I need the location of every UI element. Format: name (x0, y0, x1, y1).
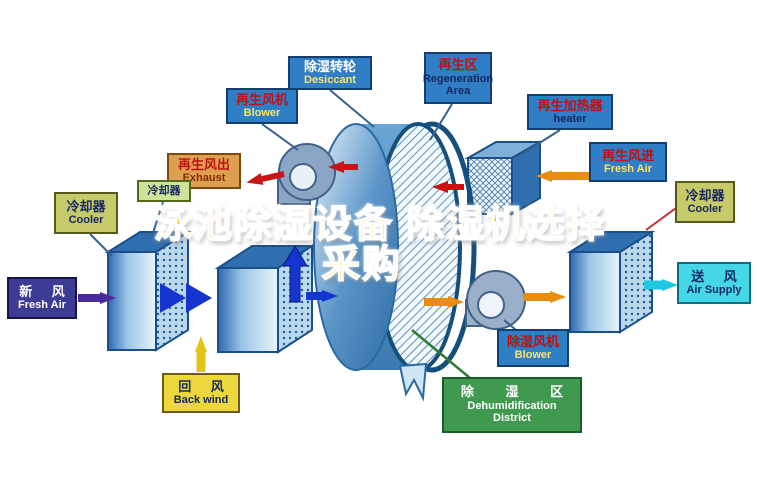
regeneration-area-zh-text: 再生区 (438, 57, 478, 73)
dehumid-district-en2-text: District (493, 412, 531, 425)
page-title-line1: 泳池除湿设备 除湿机选择 (153, 204, 607, 246)
label-regeneration-area: 再生区 Regeneration Area (422, 52, 494, 104)
cooler-left-zh-text: 冷却器 (66, 198, 106, 214)
regen-heater-zh-text: 再生加热器 (537, 97, 603, 113)
fresh-air-en-text: Fresh Air (18, 299, 66, 312)
desiccant-en-text: Desiccant (304, 74, 356, 87)
heater-box (464, 140, 544, 216)
cooler-left-en-text: Cooler (68, 214, 104, 227)
label-regen-fresh-air: 再生风进 Fresh Air (589, 142, 667, 182)
label-regen-heater: 再生加热器 heater (527, 94, 613, 130)
label-cooler-left: 冷却器 Cooler (54, 192, 118, 234)
process-air-chevron-1 (160, 283, 186, 313)
regen-fresh-air-en-text: Fresh Air (604, 163, 652, 176)
back-wind-zh-text: 回 风 (178, 378, 232, 394)
label-back-wind: 回 风 Back wind (162, 373, 240, 413)
label-regen-blower: 再生风机 Blower (226, 88, 298, 124)
regen-blower-en-text: Blower (243, 107, 281, 120)
exhaust-zh-text: 再生风出 (177, 156, 230, 172)
dehumidification-fan (465, 270, 526, 330)
label-cooler-small: 冷却器 (137, 180, 191, 202)
unit-box-right-cooler (566, 230, 656, 334)
desiccant-zh-text: 除湿转轮 (303, 58, 356, 74)
label-desiccant-wheel: 除湿转轮 Desiccant (288, 56, 372, 90)
cooler-right-en-text: Cooler (687, 203, 723, 216)
regeneration-fan (277, 143, 336, 205)
process-air-up-arrow (282, 245, 308, 303)
process-air-chevron-2 (186, 283, 212, 313)
leader-lines (89, 89, 677, 379)
regen-blower-zh-text: 再生风机 (235, 91, 288, 107)
label-dehumid-district: 除 湿 区 Dehumidification District (442, 377, 582, 433)
dehumid-district-zh-text: 除 湿 区 (460, 384, 578, 400)
regen-fresh-air-zh-text: 再生风进 (601, 147, 654, 163)
dehumid-district-en1-text: Dehumidification (467, 399, 557, 412)
air-supply-en-text: Air Supply (686, 284, 742, 297)
label-air-supply: 送 风 Air Supply (677, 262, 751, 304)
wheel-ribbon-marker (398, 362, 428, 402)
regen-exhaust-arrow (246, 171, 285, 185)
cooler-small-zh-text: 冷却器 (147, 184, 181, 197)
page-title-line2: 采购 (321, 243, 402, 286)
label-dehumid-blower: 除湿风机 Blower (497, 329, 569, 367)
back-wind-en-text: Back wind (173, 394, 229, 407)
dehumid-blower-zh-text: 除湿风机 (506, 333, 559, 349)
dehumid-blower-en-text: Blower (514, 349, 552, 362)
regeneration-area-en-text: Regeneration Area (422, 72, 494, 98)
exhaust-en-text: Exhaust (182, 172, 226, 185)
cooler-right-zh-text: 冷却器 (685, 187, 725, 203)
label-cooler-right: 冷却器 Cooler (675, 181, 735, 223)
air-supply-zh-text: 送 风 (691, 268, 745, 284)
regen-heater-en-text: heater (553, 113, 587, 126)
label-fresh-air: 新 风 Fresh Air (7, 277, 77, 319)
fresh-air-zh-text: 新 风 (19, 283, 73, 299)
page-title: 泳池除湿设备 除湿机选择 采购 (40, 204, 720, 286)
